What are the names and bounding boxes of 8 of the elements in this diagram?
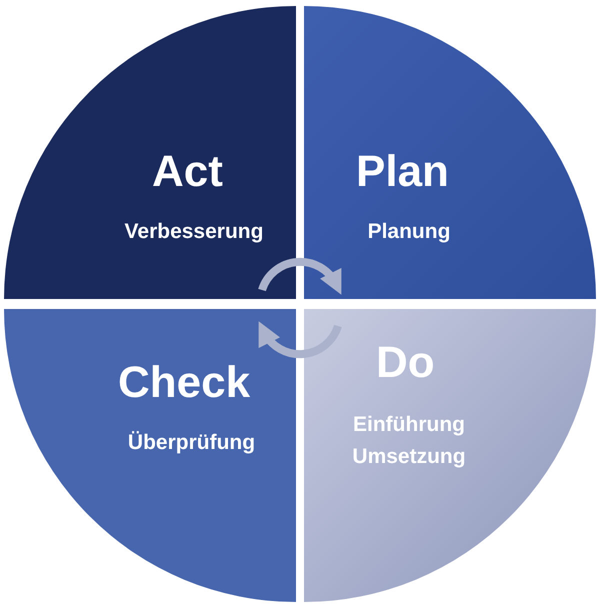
phase-title: Do [376, 339, 435, 387]
phase-description: Einführung Umsetzung [351, 412, 467, 470]
phase-title: Act [152, 148, 223, 196]
phase-description: Verbesserung [124, 219, 264, 245]
phase-title: Check [118, 359, 250, 407]
phase-title: Plan [356, 148, 449, 196]
phase-description: Planung [366, 219, 452, 245]
phase-description: Überprüfung [126, 430, 256, 456]
